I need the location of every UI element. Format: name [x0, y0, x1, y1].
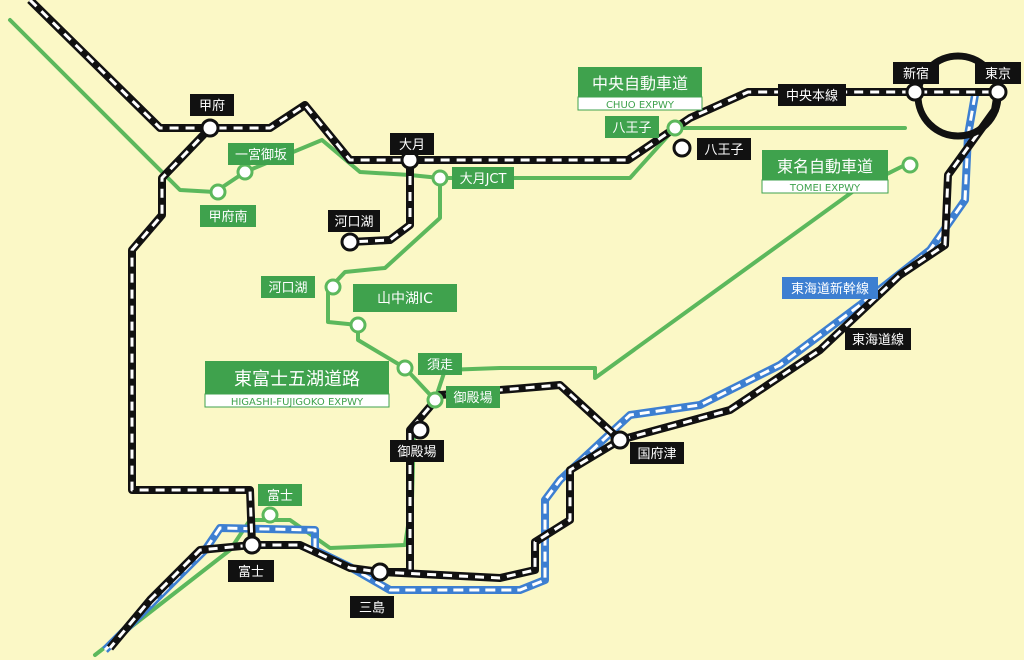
- line-label-tokaido-main: 東海道線: [845, 328, 911, 350]
- station-markers: [200, 82, 1008, 582]
- svg-text:甲府: 甲府: [199, 99, 225, 114]
- ic-marker-ichinomiya-misaka: [236, 163, 254, 181]
- ic-marker-tomei-legend: [901, 156, 919, 174]
- svg-text:東海道線: 東海道線: [852, 332, 904, 348]
- station-marker-hachioji: [672, 138, 692, 158]
- expressway-name-chuo: 中央自動車道 CHUO EXPWY: [577, 67, 703, 111]
- expressway-name-higashifuji: 東富士五湖道路 HIGASHI-FUJIGOKO EXPWY: [204, 361, 390, 408]
- station-marker-gotemba: [410, 420, 430, 440]
- station-label-shinjuku: 新宿: [893, 62, 939, 84]
- ic-label-hachioji: 八王子: [605, 116, 659, 138]
- expressway-name-tomei: 東名自動車道 TOMEI EXPWY: [761, 150, 889, 194]
- ic-label-gotemba: 御殿場: [446, 386, 500, 408]
- ic-marker-subashiri: [396, 359, 414, 377]
- svg-text:TOMEI EXPWY: TOMEI EXPWY: [789, 183, 861, 194]
- svg-text:御殿場: 御殿場: [397, 445, 436, 460]
- ic-marker-gotemba: [426, 391, 444, 409]
- station-marker-kawaguchiko: [340, 232, 360, 252]
- svg-text:八王子: 八王子: [612, 121, 651, 136]
- ic-label-fuji: 富士: [258, 484, 302, 506]
- station-label-otsuki: 大月: [390, 133, 434, 155]
- svg-text:富士: 富士: [267, 488, 293, 504]
- station-label-gotemba: 御殿場: [390, 440, 444, 462]
- station-label-fuji: 富士: [228, 560, 274, 582]
- svg-text:東京: 東京: [985, 66, 1011, 82]
- svg-text:東名自動車道: 東名自動車道: [777, 157, 873, 176]
- svg-text:CHUO EXPWY: CHUO EXPWY: [606, 100, 675, 111]
- svg-text:一宮御坂: 一宮御坂: [235, 147, 287, 163]
- svg-text:中央自動車道: 中央自動車道: [592, 74, 688, 93]
- station-marker-shinjuku: [905, 82, 925, 102]
- station-marker-kofu: [200, 118, 220, 138]
- svg-text:国府津: 国府津: [637, 447, 676, 462]
- svg-text:大月JCT: 大月JCT: [460, 172, 507, 187]
- svg-text:三島: 三島: [359, 601, 385, 616]
- ic-marker-hachioji: [666, 119, 684, 137]
- ic-label-otsuki-jct: 大月JCT: [452, 167, 514, 189]
- svg-text:HIGASHI-FUJIGOKO EXPWY: HIGASHI-FUJIGOKO EXPWY: [231, 397, 364, 408]
- ic-marker-kofu-minami: [209, 183, 227, 201]
- ic-marker-otsuki-jct: [431, 169, 449, 187]
- station-labels: 甲府 大月 河口湖 八王子 新宿 東京 中央本線 東海道線: [190, 62, 1021, 618]
- station-marker-tokyo: [988, 82, 1008, 102]
- station-marker-mishima: [370, 562, 390, 582]
- station-label-kofu: 甲府: [190, 94, 234, 116]
- svg-text:富士: 富士: [238, 564, 264, 580]
- station-label-tokyo: 東京: [975, 62, 1021, 84]
- station-marker-fuji: [242, 535, 262, 555]
- minobu-line: [128, 125, 256, 546]
- ic-label-kawaguchiko: 河口湖: [261, 276, 315, 298]
- chuo-expressway-line: [8, 18, 907, 194]
- svg-text:須走: 須走: [427, 358, 453, 373]
- interchange-markers: [209, 119, 919, 524]
- svg-text:東海道新幹線: 東海道新幹線: [791, 281, 869, 297]
- line-label-tokaido-shinkansen: 東海道新幹線: [782, 277, 878, 299]
- svg-text:八王子: 八王子: [704, 143, 743, 158]
- ic-label-yamanakako: 山中湖IC: [353, 284, 457, 312]
- svg-text:大月: 大月: [399, 138, 425, 153]
- svg-text:甲府南: 甲府南: [208, 209, 247, 225]
- station-label-kawaguchiko: 河口湖: [328, 210, 380, 232]
- ic-label-kofu-minami: 甲府南: [200, 205, 256, 227]
- ic-label-subashiri: 須走: [418, 353, 462, 375]
- interchange-labels: 八王子 大月JCT 一宮御坂 甲府南 河口湖 山中湖IC 須走 御殿場: [200, 116, 659, 506]
- ic-marker-yamanakako: [349, 316, 367, 334]
- ic-marker-kawaguchiko: [324, 278, 342, 296]
- svg-text:新宿: 新宿: [903, 66, 929, 82]
- station-label-kozu: 国府津: [630, 442, 684, 464]
- line-label-chuo-main: 中央本線: [778, 84, 846, 106]
- svg-text:御殿場: 御殿場: [453, 391, 492, 406]
- station-label-mishima: 三島: [350, 596, 394, 618]
- svg-text:山中湖IC: 山中湖IC: [377, 291, 433, 307]
- station-marker-kozu: [610, 430, 630, 450]
- ic-marker-fuji: [261, 506, 279, 524]
- station-label-hachioji: 八王子: [697, 138, 751, 160]
- ic-label-ichinomiya-misaka: 一宮御坂: [228, 143, 294, 165]
- svg-text:河口湖: 河口湖: [268, 281, 307, 296]
- svg-text:東富士五湖道路: 東富士五湖道路: [234, 369, 360, 390]
- svg-text:河口湖: 河口湖: [334, 215, 373, 230]
- svg-text:中央本線: 中央本線: [786, 88, 838, 104]
- fujikyu-line: [349, 160, 414, 246]
